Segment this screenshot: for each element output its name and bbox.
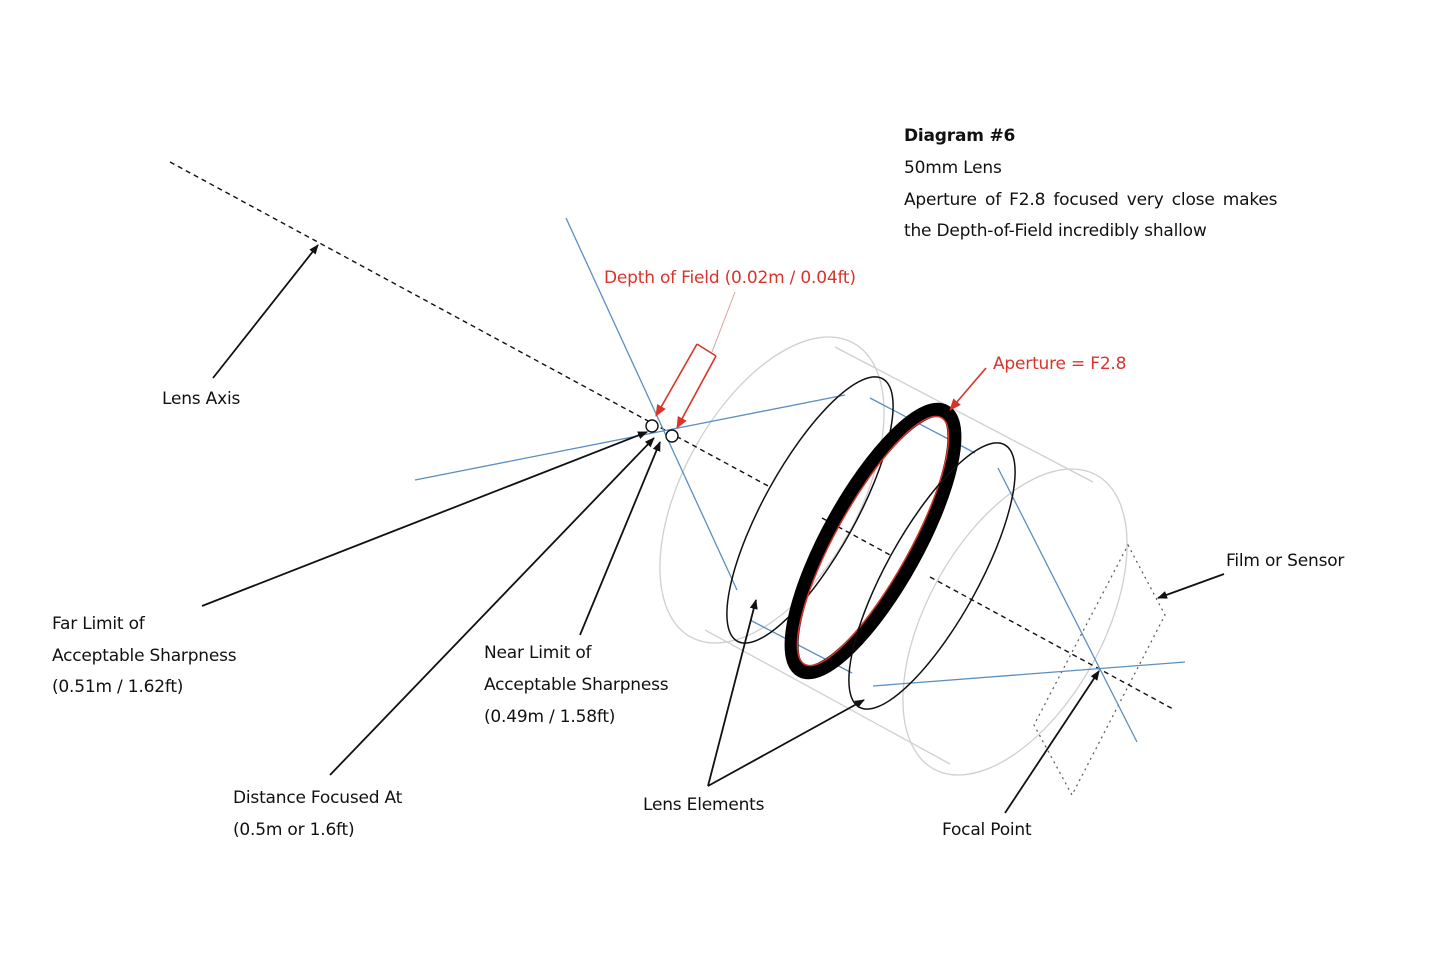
description-line-3: the Depth-of-Field incredibly shallow (904, 221, 1207, 241)
far-limit-arrow (201, 431, 648, 607)
near-limit-label-3: (0.49m / 1.58ft) (484, 707, 616, 727)
near-limit-point (665, 429, 679, 443)
near-limit-label-1: Near Limit of (484, 643, 592, 663)
far-limit-point (645, 419, 659, 433)
far-limit-label-1: Far Limit of (52, 614, 145, 634)
far-limit-label-2: Acceptable Sharpness (52, 646, 237, 666)
near-limit-label-2: Acceptable Sharpness (484, 675, 669, 695)
aperture-arrow (949, 367, 987, 411)
film-arrow (1157, 573, 1225, 599)
lens-axis-arrow (212, 244, 319, 379)
distance-focused-label-1: Distance Focused At (233, 788, 403, 808)
lens-element-rear (848, 442, 1016, 710)
lens-elements-arrow-1 (707, 599, 758, 787)
near-limit-arrow (579, 441, 661, 636)
diagram-title: Diagram #6 (904, 126, 1016, 146)
focal-point-arrow (1004, 670, 1100, 814)
depth-of-field-label: Depth of Field (0.02m / 0.04ft) (604, 268, 856, 288)
pointer-arrows (201, 244, 1225, 814)
lens-element-front (726, 376, 894, 644)
film-sensor-plane (1033, 543, 1166, 797)
aperture-label: Aperture = F2.8 (993, 354, 1127, 374)
depth-of-field-callout (655, 291, 736, 429)
description-line-2: Aperture of F2.8 focused very close make… (904, 190, 1278, 210)
far-limit-label-3: (0.51m / 1.62ft) (52, 677, 184, 697)
distance-focused-label-2: (0.5m or 1.6ft) (233, 820, 355, 840)
lens-elements-label: Lens Elements (643, 795, 765, 815)
aperture-ring (784, 402, 962, 680)
distance-focused-arrow (329, 437, 655, 776)
focal-point-label: Focal Point (942, 820, 1032, 840)
description-line-1: 50mm Lens (904, 158, 1002, 178)
lens-axis-label: Lens Axis (162, 389, 241, 409)
film-sensor-label: Film or Sensor (1226, 551, 1345, 571)
lens-elements-arrow-2 (707, 699, 865, 787)
